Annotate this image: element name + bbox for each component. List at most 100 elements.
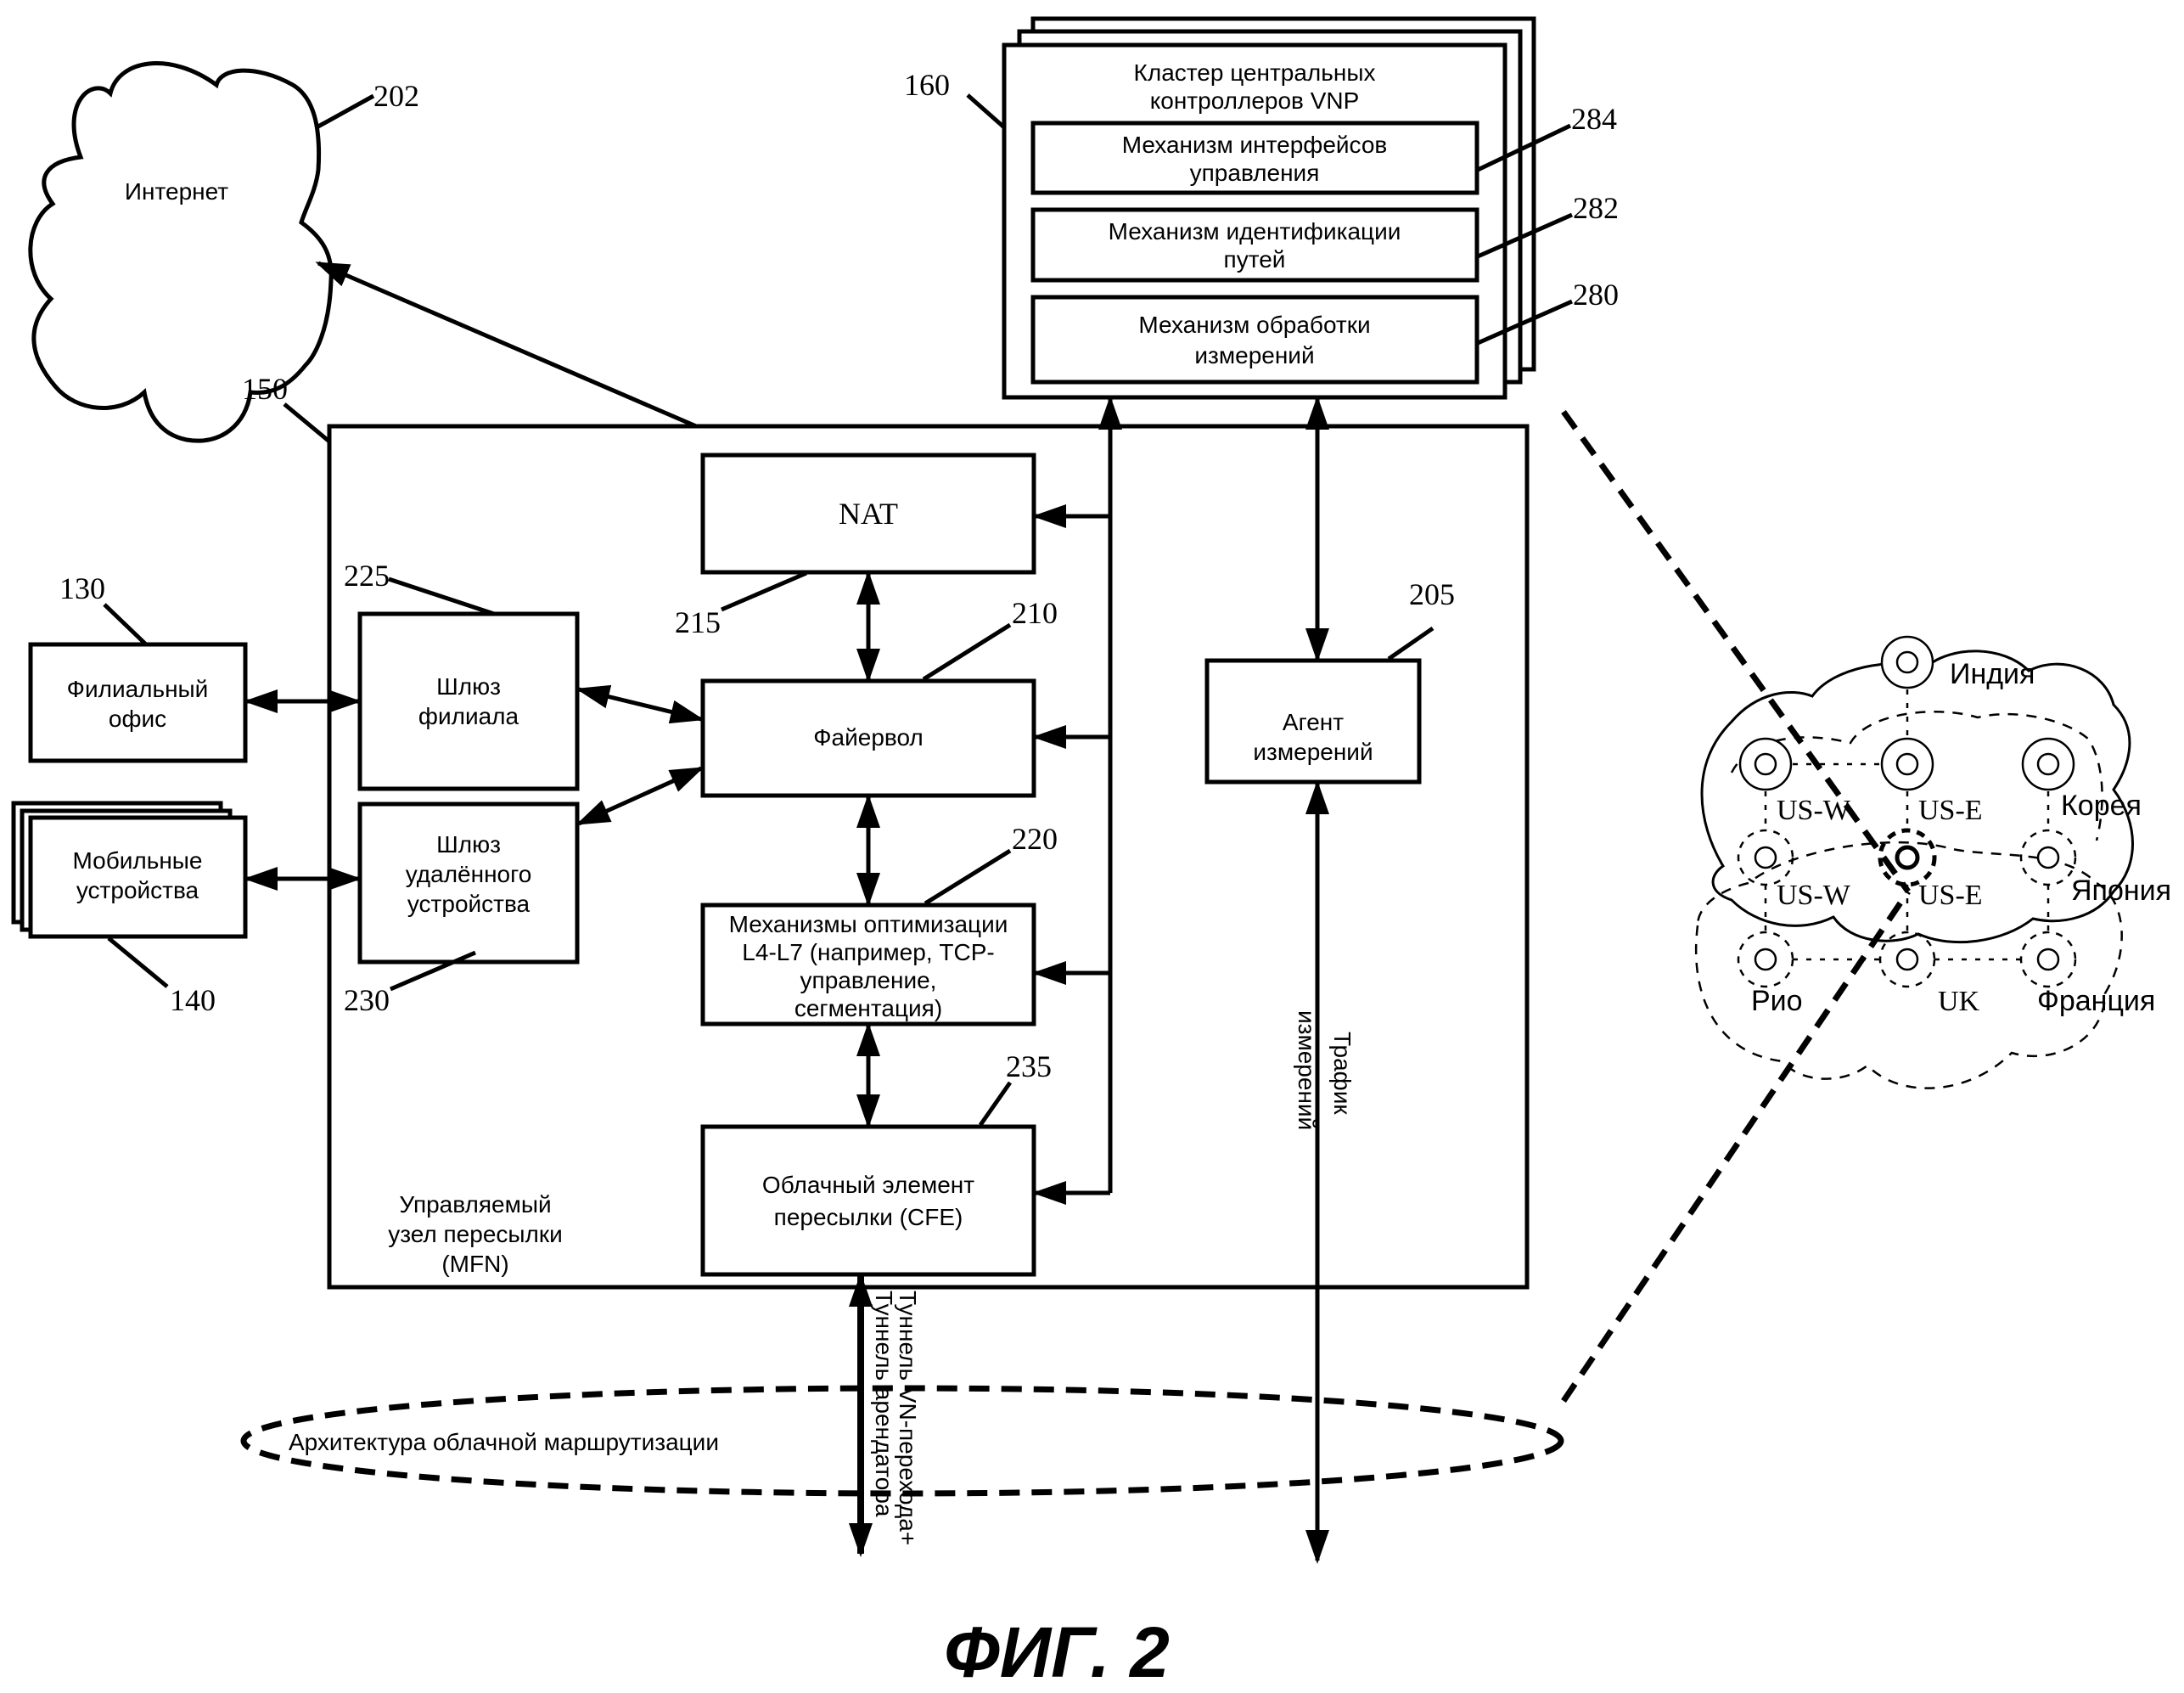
label-us-w-1: US-W [1777,795,1851,826]
cluster-title-line2: контроллеров VNP [1150,87,1360,114]
node-us-e-mid [1878,828,1937,887]
node-us-w-mid [1737,829,1794,886]
leader-205 [1387,626,1434,661]
branch-office-line1: Филиальный [67,676,209,702]
internet-label: Интернет [125,178,228,205]
ref-202: 202 [373,79,419,113]
ref-225: 225 [344,559,390,593]
mobile-devices-line2: устройства [76,877,199,903]
label-korea: Корея [2061,790,2142,822]
engine-284-line1: Механизм интерфейсов [1122,132,1388,158]
leader-202 [315,93,375,130]
optimization-line1: Механизмы оптимизации [729,911,1008,937]
node-japan [2019,829,2077,886]
branch-office-box: Филиальный офис [28,642,248,763]
label-us-e-1: US-E [1918,795,1983,826]
ref-230: 230 [344,983,390,1017]
branch-office-line2: офис [109,706,166,732]
leader-282 [1476,212,1574,259]
nat-label: NAT [839,497,898,531]
node-india [1880,635,1934,689]
engine-280-line2: измерений [1194,342,1314,368]
label-japan: Япония [2071,875,2171,907]
figure-caption: ФИГ. 2 [944,1612,1170,1692]
cloud-map-links [1764,689,2050,961]
controller-cluster: Кластер центральных контроллеров VNP Мех… [1002,16,1536,400]
node-rio [1737,931,1794,988]
leader-235 [978,1081,1013,1127]
engine-282-line2: путей [1224,246,1286,273]
mfn-label-line1: Управляемый [399,1191,551,1218]
remote-gateway-box: Шлюз удалённого устройства [357,802,580,965]
mobile-devices-line1: Мобильные [73,847,203,874]
tunnel-label-line2: Туннель арендатора [871,1291,897,1517]
remote-gateway-line1: Шлюз [436,831,501,858]
ref-205: 205 [1409,577,1455,611]
label-us-e-2: US-E [1918,880,1983,911]
leader-150 [283,402,331,443]
leader-220 [924,848,1012,906]
cluster-title-line1: Кластер центральных [1134,59,1376,86]
engine-280-line1: Механизм обработки [1138,312,1370,338]
ref-284: 284 [1571,102,1617,136]
engine-management-interfaces: Механизм интерфейсов управления [1030,121,1479,195]
engine-282-line1: Механизм идентификации [1109,218,1401,245]
leader-160 [966,93,1006,129]
ref-282: 282 [1573,191,1619,225]
cfe-line1: Облачный элемент [762,1172,974,1198]
mfn-label-line3: (MFN) [441,1251,508,1277]
leader-280 [1476,299,1574,346]
zoom-line-bottom [1561,890,1911,1403]
ref-150: 150 [242,372,288,406]
ref-215: 215 [675,605,721,639]
tunnel-label-line1: Туннель VN-перехода+ [895,1291,921,1545]
cloud-map: Индия US-W US-E Корея US-W US-E Япония Р… [1694,635,2171,1089]
leader-215 [721,571,807,612]
internet-cloud: Интернет [28,61,334,443]
measurement-traffic-line1: Трафик [1329,1032,1356,1115]
firewall-box: Файервол [700,678,1036,798]
engine-path-identification: Механизм идентификации путей [1030,207,1479,283]
ref-220: 220 [1012,822,1058,856]
node-korea [2021,737,2075,791]
engine-284-line2: управления [1190,160,1320,186]
ref-210: 210 [1012,596,1058,630]
firewall-label: Файервол [813,724,924,751]
node-france [2019,931,2077,988]
internet-nat-arrow [315,261,761,455]
remote-gateway-firewall-arrow [575,766,705,826]
label-rio: Рио [1751,985,1803,1017]
mobile-devices-stack: Мобильные устройства [11,801,248,939]
routing-architecture-label: Архитектура облачной маршрутизации [289,1429,719,1455]
remote-gateway-line2: удалённого [406,861,532,887]
node-us-e-top [1880,737,1934,791]
label-us-w-2: US-W [1777,880,1851,911]
label-india: Индия [1950,658,2035,690]
optimization-line2: L4-L7 (например, TCP- [742,939,994,965]
label-uk: UK [1938,986,1980,1017]
ref-235: 235 [1006,1049,1052,1083]
cfe-box: Облачный элемент пересылки (CFE) [700,1124,1036,1277]
branch-gateway-box: Шлюз филиала [357,611,580,791]
branch-gateway-line1: Шлюз [436,673,501,700]
label-france: Франция [2037,985,2155,1017]
optimization-line3: управление, [800,967,937,993]
measurement-agent-box: Агент измерений [1204,658,1422,785]
leader-230 [390,950,476,992]
zoom-line-top [1561,409,1911,894]
nat-box: NAT [700,453,1036,575]
branch-gateway-line2: филиала [418,703,519,729]
routing-architecture-ellipse [240,1385,1564,1497]
agent-line2: измерений [1253,739,1373,765]
mfn-label-line2: узел пересылки [388,1221,563,1247]
measurement-traffic-line2: измерений [1294,1010,1320,1130]
ref-160: 160 [904,68,950,102]
cfe-line2: пересылки (CFE) [774,1204,963,1230]
node-us-w-top [1738,737,1793,791]
optimization-box: Механизмы оптимизации L4-L7 (например, T… [700,903,1036,1026]
ref-280: 280 [1573,278,1619,312]
leader-284 [1476,123,1572,172]
leader-140 [107,936,169,988]
leader-225 [388,577,495,616]
